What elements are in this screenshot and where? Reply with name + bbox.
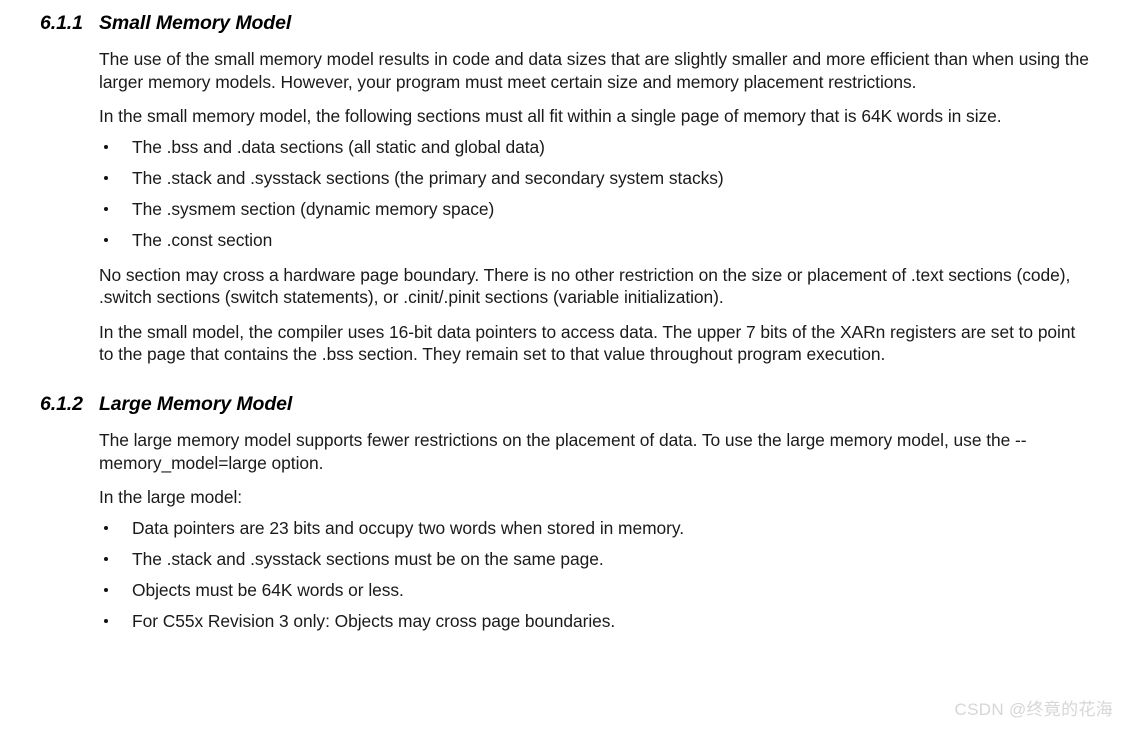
bullet-dot-icon <box>104 588 108 592</box>
section-number: 6.1.1 <box>40 12 83 34</box>
list-item-label: Objects must be 64K words or less. <box>132 580 404 600</box>
list-item: Data pointers are 23 bits and occupy two… <box>99 517 1101 540</box>
list-item-label: The .stack and .sysstack sections (the p… <box>132 167 724 188</box>
list-item: The .stack and .sysstack sections must b… <box>99 548 1101 571</box>
paragraph-sections-must-fit: In the small memory model, the following… <box>99 106 1002 127</box>
section-body-6-1-1: The use of the small memory model result… <box>0 48 1131 366</box>
list-small-model-sections: The .bss and .data sections (all static … <box>99 136 1101 252</box>
list-item-label: The .sysmem section (dynamic memory spac… <box>132 198 495 219</box>
list-item-label: The .stack and .sysstack sections must b… <box>132 548 604 569</box>
bullet-dot-icon <box>104 206 108 211</box>
paragraph-page-boundary: No section may cross a hardware page bou… <box>99 264 1071 308</box>
section-6-1-1: 6.1.1 Small Memory Model The use of the … <box>0 12 1131 366</box>
paragraph-data-pointers-small: In the small model, the compiler uses 16… <box>99 321 1076 365</box>
bullet-dot-icon <box>104 238 108 243</box>
csdn-watermark: CSDN @终竟的花海 <box>954 700 1113 719</box>
list-item: The .bss and .data sections (all static … <box>99 136 1101 159</box>
bullet-dot-icon <box>104 525 108 530</box>
list-item-label: For C55x Revision 3 only: Objects may cr… <box>132 611 616 632</box>
list-item: The .const section <box>99 229 1101 252</box>
list-item-label: Data pointers are 23 bits and occupy two… <box>132 517 685 538</box>
section-heading-6-1-2: 6.1.2 Large Memory Model <box>0 393 1131 416</box>
list-item: The .stack and .sysstack sections (the p… <box>99 167 1101 190</box>
paragraph-large-model-intro: The large memory model supports fewer re… <box>99 430 1027 473</box>
section-number: 6.1.2 <box>40 393 83 416</box>
paragraph-in-the-large-model: In the large model: <box>99 487 243 508</box>
bullet-dot-icon <box>104 175 108 180</box>
list-item-label: The .bss and .data sections (all static … <box>132 136 545 157</box>
list-large-model-rules: Data pointers are 23 bits and occupy two… <box>99 517 1101 633</box>
section-title: Large Memory Model <box>99 393 293 416</box>
section-title: Small Memory Model <box>99 12 292 34</box>
list-item-label: The .const section <box>132 230 273 251</box>
list-item: For C55x Revision 3 only: Objects may cr… <box>99 610 1101 633</box>
section-heading-6-1-1: 6.1.1 Small Memory Model <box>0 12 1131 35</box>
section-body-6-1-2: The large memory model supports fewer re… <box>0 429 1131 633</box>
list-item: The .sysmem section (dynamic memory spac… <box>99 198 1101 221</box>
section-6-1-2: 6.1.2 Large Memory Model The large memor… <box>0 393 1131 633</box>
bullet-dot-icon <box>104 556 108 561</box>
bullet-dot-icon <box>104 619 108 624</box>
list-item: Objects must be 64K words or less. <box>99 579 1101 602</box>
bullet-dot-icon <box>104 144 108 149</box>
paragraph-small-model-intro: The use of the small memory model result… <box>99 49 1089 92</box>
